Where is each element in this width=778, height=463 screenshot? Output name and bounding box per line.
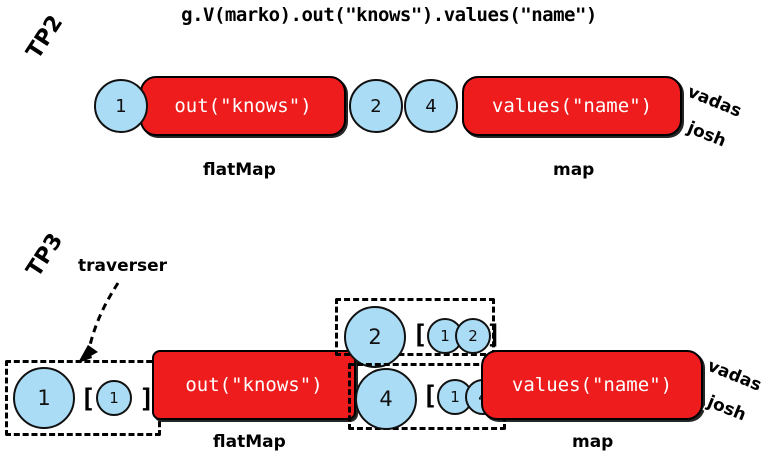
tp2-values-name-step[interactable]: values("name")	[462, 76, 682, 136]
tp3-traverser-mid-2[interactable]: 2	[344, 306, 406, 368]
tp3-traverser-in-1-value: 1	[37, 386, 51, 410]
tp2-output-josh: josh	[684, 118, 729, 152]
tp3-traverser-in-1[interactable]: 1	[13, 367, 75, 429]
page-title: g.V(marko).out("knows").values("name")	[181, 4, 597, 26]
tp2-out-knows-step[interactable]: out("knows")	[140, 76, 346, 136]
tp2-values-name-label: values("name")	[491, 95, 653, 117]
tp2-traverser-1[interactable]: 1	[94, 79, 148, 133]
tp2-traverser-2[interactable]: 2	[349, 79, 403, 133]
tp3-traverser-2-path-1-value: 1	[440, 327, 450, 345]
tp3-traverser-2-path-2-value: 2	[468, 327, 478, 345]
tp3-bracket-open-2: [	[412, 320, 428, 350]
tp2-caption-map: map	[553, 160, 595, 180]
tp2-out-knows-label: out("knows")	[174, 95, 312, 117]
tp3-traverser-mid-4[interactable]: 4	[355, 368, 417, 430]
tp3-traverser-mid-2-value: 2	[368, 325, 382, 349]
tp3-bracket-open-in: [	[80, 384, 96, 414]
tp3-out-knows-step[interactable]: out("knows")	[152, 350, 356, 420]
tp2-traverser-4-value: 4	[425, 95, 437, 117]
tp2-caption-flatmap: flatMap	[203, 160, 276, 180]
traverser-annotation-label: traverser	[78, 256, 168, 276]
tp3-output-vadas: vadas	[704, 356, 765, 396]
tp2-output-vadas: vadas	[684, 82, 745, 122]
tp3-values-name-step[interactable]: values("name")	[481, 350, 703, 420]
tp3-caption-flatmap: flatMap	[213, 432, 286, 452]
tp2-traverser-1-value: 1	[115, 95, 127, 117]
tp3-traverser-in-path-1[interactable]: 1	[96, 380, 132, 416]
tp3-out-knows-label: out("knows")	[185, 374, 323, 396]
tp3-bracket-open-4: [	[422, 381, 438, 411]
tp3-traverser-4-path-1-value: 1	[450, 388, 460, 406]
tp3-traverser-mid-4-value: 4	[379, 387, 393, 411]
tp3-traverser-in-path-1-value: 1	[109, 389, 119, 407]
tp3-caption-map: map	[572, 432, 614, 452]
tp3-traverser-2-path-2[interactable]: 2	[455, 318, 491, 354]
tp3-traverser-box-2	[335, 298, 495, 356]
tp3-values-name-label: values("name")	[511, 374, 673, 396]
tp3-bracket-close-in: ]	[139, 384, 155, 414]
tp2-traverser-4[interactable]: 4	[404, 79, 458, 133]
tp3-output-josh: josh	[704, 392, 749, 426]
tp3-bracket-close-2: ]	[486, 320, 502, 350]
tp2-traverser-2-value: 2	[370, 95, 382, 117]
row-label-tp3: TP3	[22, 229, 69, 282]
